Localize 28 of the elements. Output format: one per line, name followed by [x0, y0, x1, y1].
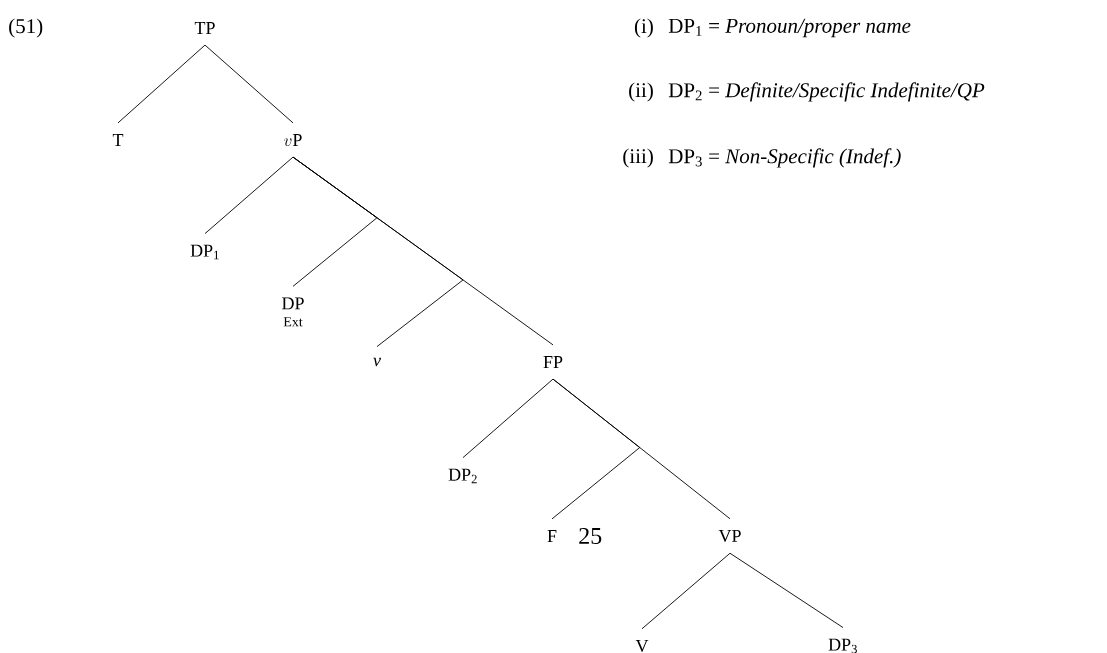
tree-label: T — [112, 134, 124, 146]
tree-label: FP — [543, 356, 563, 368]
tree-label: DP$_{3}$ — [828, 638, 857, 653]
example-number: (51) — [9, 18, 43, 38]
branch-line — [462, 378, 554, 459]
branch-line — [641, 552, 731, 630]
tree-label: DP$_{2}$ — [448, 468, 477, 484]
tree-label: TP — [194, 22, 215, 34]
tree-label: DP Ext — [282, 297, 304, 327]
branch-line — [117, 44, 206, 124]
list-item: DP$_{2}$ = Definite/Specific Indefinite/QP — [668, 82, 985, 102]
page-number: 25 — [579, 527, 602, 545]
list-item: DP$_{3}$ = Non-Specific (Indef.) — [668, 148, 901, 168]
tree-label: VP — [718, 529, 741, 542]
branch-line — [204, 44, 294, 124]
tree-label: $v\mathrm{P}$ — [284, 134, 302, 147]
tree-label: F — [547, 530, 557, 542]
branch-line — [292, 156, 554, 346]
tree-label: V — [635, 639, 649, 652]
branch-line — [729, 552, 844, 628]
list-item: DP$_{1}$ = Pronoun/proper name — [668, 18, 911, 38]
tree-label: DP$_{1}$ — [190, 244, 219, 260]
branch-line — [552, 378, 731, 520]
list-item-number: (iii) — [623, 148, 653, 168]
list-item-number: (i) — [634, 18, 653, 38]
list-item-number: (ii) — [629, 82, 653, 102]
branch-line — [204, 156, 294, 235]
tree-label: v — [373, 357, 381, 367]
